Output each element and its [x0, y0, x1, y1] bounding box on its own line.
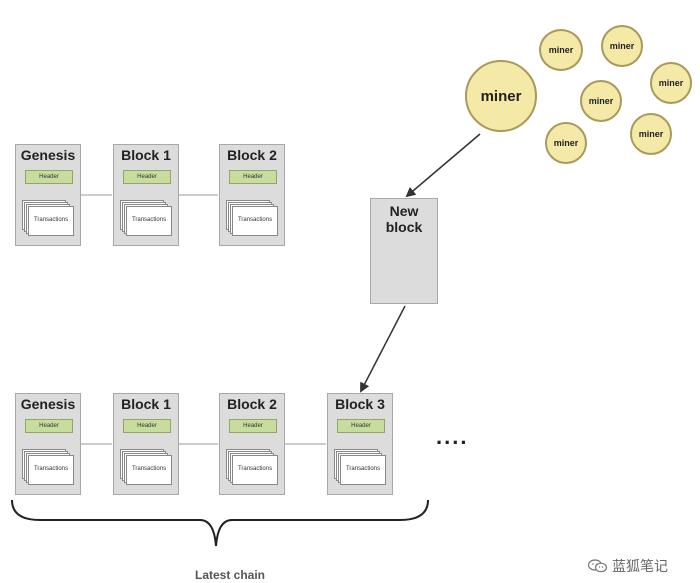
- miner-node: miner: [580, 80, 622, 122]
- bottom-block-2: Block 2 Header Transactions: [219, 393, 285, 495]
- block-title: Block 2: [227, 147, 277, 163]
- transactions-stack: Transactions: [22, 449, 76, 489]
- top-block-1: Block 1 Header Transactions: [113, 144, 179, 246]
- newblock-to-block3-arrow: [360, 305, 406, 393]
- top-block-2: Block 2 Header Transactions: [219, 144, 285, 246]
- miner-node: miner: [539, 29, 583, 71]
- block-header: Header: [123, 170, 171, 184]
- block-title: Genesis: [20, 147, 76, 163]
- block-header: Header: [123, 419, 171, 433]
- miner-node: miner: [630, 113, 672, 155]
- block-title: Block 3: [335, 396, 385, 412]
- block-title: Block 1: [121, 396, 171, 412]
- miner-node: miner: [601, 25, 643, 67]
- new-block-label: New block: [371, 203, 437, 235]
- new-block-line1: New: [389, 203, 419, 219]
- block-header: Header: [25, 170, 73, 184]
- latest-chain-brace: [11, 499, 429, 547]
- new-block: New block: [370, 198, 438, 304]
- main-miner: miner: [465, 60, 537, 132]
- transactions-label: Transactions: [126, 455, 172, 485]
- transactions-stack: Transactions: [22, 200, 76, 240]
- block-header: Header: [229, 419, 277, 433]
- transactions-label: Transactions: [28, 206, 74, 236]
- transactions-label: Transactions: [28, 455, 74, 485]
- block-title: Block 2: [227, 396, 277, 412]
- watermark-text: 蓝狐笔记: [612, 558, 668, 574]
- bottom-block-1: Block 1 Header Transactions: [113, 393, 179, 495]
- transactions-label: Transactions: [232, 206, 278, 236]
- new-block-line2: block: [385, 219, 423, 235]
- latest-chain-label: Latest chain: [194, 568, 266, 582]
- transactions-label: Transactions: [126, 206, 172, 236]
- wechat-icon: [588, 559, 608, 573]
- miner-node: miner: [545, 122, 587, 164]
- miner-node: miner: [650, 62, 692, 104]
- top-block-genesis: Genesis Header Transactions: [15, 144, 81, 246]
- transactions-stack: Transactions: [226, 200, 280, 240]
- transactions-stack: Transactions: [120, 200, 174, 240]
- miner-to-newblock-arrow: [405, 133, 481, 198]
- block-title: Block 1: [121, 147, 171, 163]
- block-header: Header: [337, 419, 385, 433]
- block-title: Genesis: [20, 396, 76, 412]
- transactions-label: Transactions: [232, 455, 278, 485]
- ellipsis: ....: [436, 424, 469, 449]
- block-header: Header: [25, 419, 73, 433]
- transactions-stack: Transactions: [120, 449, 174, 489]
- transactions-stack: Transactions: [226, 449, 280, 489]
- transactions-label: Transactions: [340, 455, 386, 485]
- block-header: Header: [229, 170, 277, 184]
- watermark: 蓝狐笔记: [588, 556, 668, 576]
- bottom-block-3: Block 3 Header Transactions: [327, 393, 393, 495]
- bottom-block-genesis: Genesis Header Transactions: [15, 393, 81, 495]
- transactions-stack: Transactions: [334, 449, 388, 489]
